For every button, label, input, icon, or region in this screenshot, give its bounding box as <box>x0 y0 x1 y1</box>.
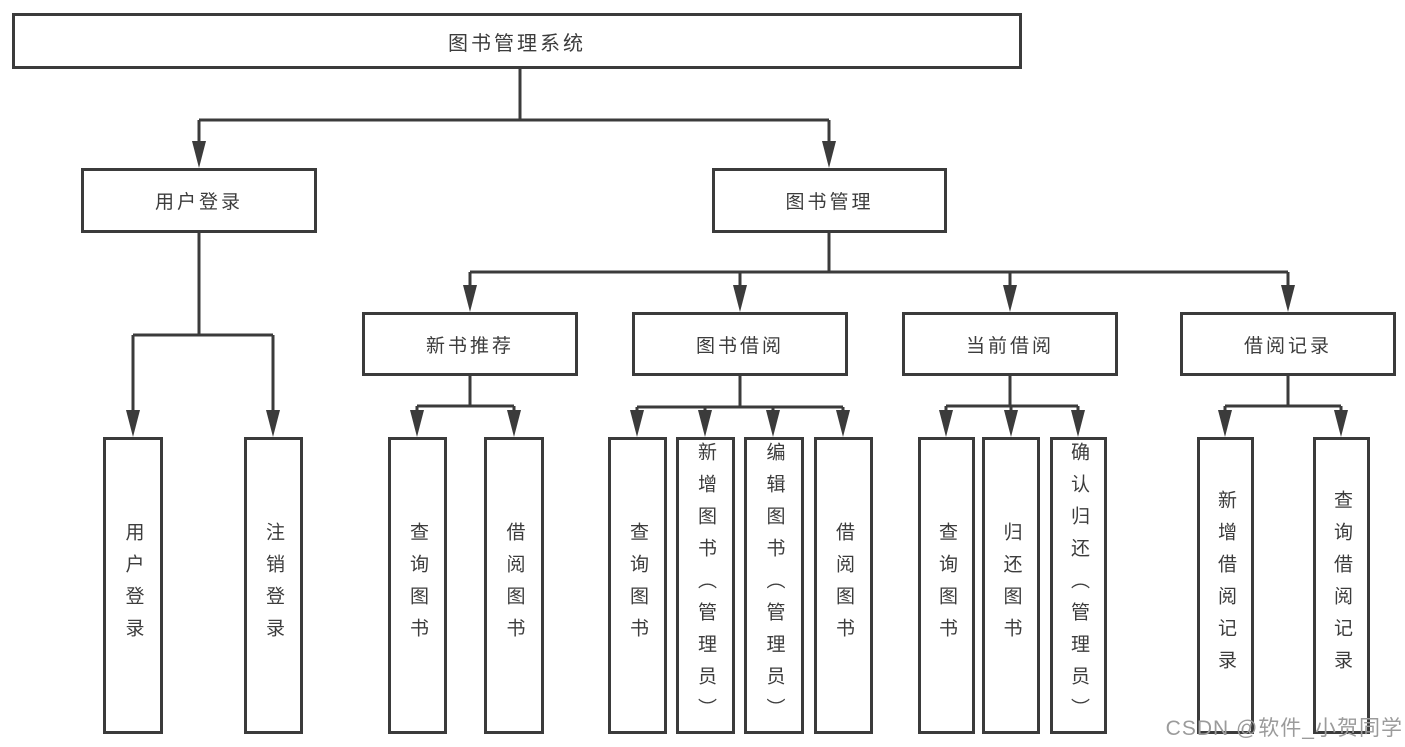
leaf-add-book-admin: 新增图书（管理员） <box>676 437 735 734</box>
leaf-user-login: 用户登录 <box>103 437 163 734</box>
leaf-borrow-book-2: 借阅图书 <box>814 437 873 734</box>
node-new-book-recommend: 新书推荐 <box>362 312 578 376</box>
leaf-edit-book-admin: 编辑图书（管理员） <box>744 437 804 734</box>
node-label: 确认归还（管理员） <box>1068 441 1089 730</box>
leaf-query-book-3: 查询图书 <box>918 437 975 734</box>
node-label: 归还图书 <box>1000 521 1022 650</box>
node-borrow-records: 借阅记录 <box>1180 312 1396 376</box>
leaf-query-borrow-record: 查询借阅记录 <box>1313 437 1370 734</box>
leaf-return-book: 归还图书 <box>982 437 1040 734</box>
node-book-management: 图书管理 <box>712 168 947 233</box>
node-label: 新增图书（管理员） <box>695 441 716 730</box>
node-label: 注销登录 <box>263 521 284 650</box>
node-label: 查询图书 <box>407 521 428 650</box>
node-label: 当前借阅 <box>965 335 1054 357</box>
leaf-query-book-2: 查询图书 <box>608 437 667 734</box>
node-label: 借阅记录 <box>1243 335 1332 357</box>
node-label: 查询图书 <box>936 521 957 650</box>
node-label: 编辑图书（管理员） <box>763 441 785 730</box>
node-book-borrow: 图书借阅 <box>632 312 848 376</box>
node-label: 用户登录 <box>122 521 144 650</box>
leaf-query-book-1: 查询图书 <box>388 437 447 734</box>
node-current-borrow: 当前借阅 <box>902 312 1118 376</box>
node-user-login: 用户登录 <box>81 168 317 233</box>
node-label: 图书借阅 <box>695 335 784 357</box>
leaf-confirm-return-admin: 确认归还（管理员） <box>1050 437 1107 734</box>
node-library-management-system: 图书管理系统 <box>12 13 1022 69</box>
node-label: 查询借阅记录 <box>1331 489 1352 682</box>
csdn-watermark: CSDN @软件_小贺同学 <box>1165 717 1403 740</box>
node-label: 查询图书 <box>627 521 648 650</box>
node-label: 新书推荐 <box>425 335 514 357</box>
leaf-logout: 注销登录 <box>244 437 303 734</box>
node-label: 借阅图书 <box>503 521 525 650</box>
leaf-borrow-book-1: 借阅图书 <box>484 437 544 734</box>
leaf-add-borrow-record: 新增借阅记录 <box>1197 437 1254 734</box>
node-label: 用户登录 <box>154 192 243 213</box>
node-label: 图书管理 <box>785 192 874 213</box>
node-label: 图书管理系统 <box>448 32 586 55</box>
node-label: 借阅图书 <box>833 521 854 650</box>
node-label: 新增借阅记录 <box>1215 489 1236 682</box>
